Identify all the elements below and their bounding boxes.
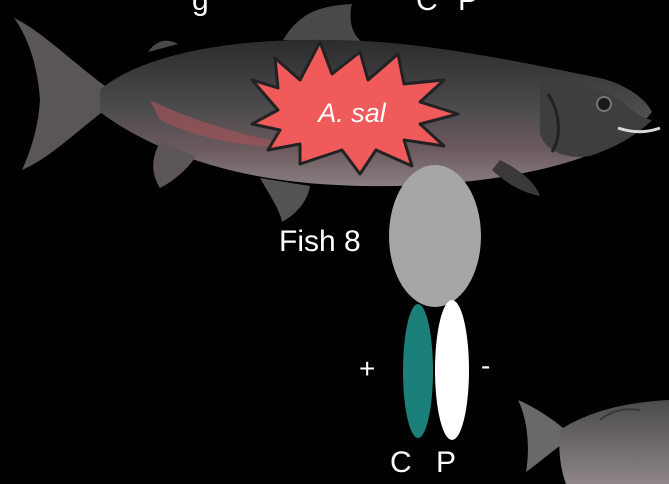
tube-c-label: C [390, 448, 412, 478]
positive-sign: + [359, 355, 375, 383]
tube-c [403, 304, 433, 438]
negative-sign: - [481, 352, 490, 380]
sample-oval [389, 165, 481, 307]
pathogen-label: A. sal [292, 100, 412, 127]
tube-p [435, 300, 469, 440]
fish-label: Fish 8 [279, 227, 361, 257]
salmon-icon [518, 400, 669, 484]
tube-p-label: P [436, 448, 456, 478]
